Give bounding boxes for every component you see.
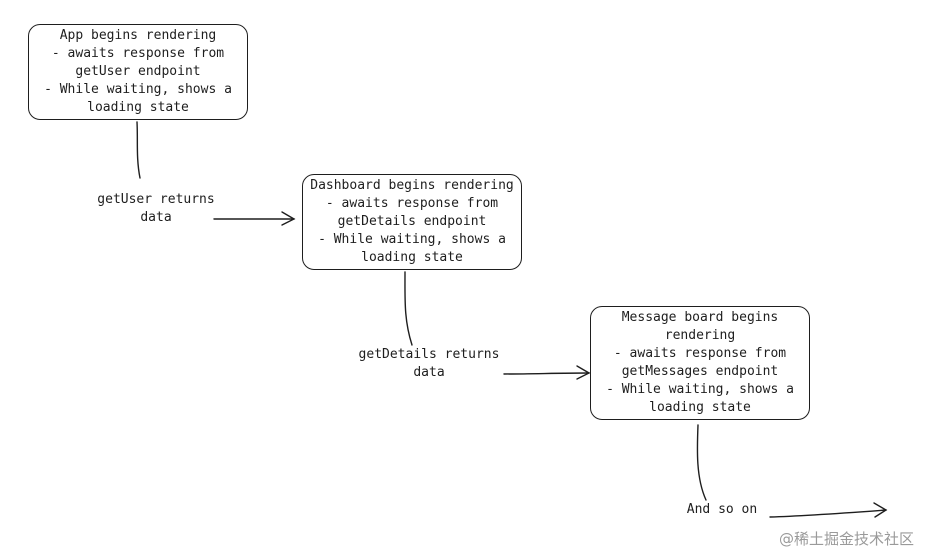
node-dashboard: Dashboard begins rendering - awaits resp…: [302, 174, 522, 270]
edge-app-dashboard-arrowhead: [281, 211, 296, 226]
edge-label-getdetails: getDetails returns data: [348, 346, 510, 382]
edge-label-line: getUser returns: [97, 192, 215, 207]
edge-message-next-arrowhead: [873, 502, 888, 518]
node-app-line: - awaits response from: [51, 46, 225, 61]
node-dashboard-line: getDetails endpoint: [337, 214, 487, 229]
edge-dashboard-message-drop: [404, 271, 413, 346]
node-dashboard-line: - While waiting, shows a: [318, 232, 506, 247]
node-app: App begins rendering - awaits response f…: [28, 24, 248, 120]
node-message-line: getMessages endpoint: [621, 364, 779, 379]
node-dashboard-line: - awaits response from: [325, 196, 499, 211]
edge-message-next-drop: [696, 424, 707, 501]
node-dashboard-line: loading state: [361, 250, 463, 265]
edge-label-and-so-on: And so on: [676, 501, 768, 519]
edge-dashboard-message-arrowhead: [576, 365, 591, 380]
node-dashboard-line: Dashboard begins rendering: [310, 178, 514, 193]
node-message-line: Message board begins: [621, 310, 779, 325]
node-message-line: - awaits response from: [613, 346, 787, 361]
node-message-line: - While waiting, shows a: [606, 382, 794, 397]
edge-label-line: And so on: [686, 502, 758, 517]
node-message-board: Message board begins rendering - awaits …: [590, 306, 810, 420]
edge-message-next-arrow: [769, 509, 887, 518]
node-app-line: loading state: [87, 100, 189, 115]
edge-dashboard-message-arrow: [503, 372, 590, 375]
node-app-line: - While waiting, shows a: [44, 82, 232, 97]
edge-app-dashboard-drop: [136, 121, 141, 179]
watermark: @稀土掘金技术社区: [778, 530, 914, 548]
node-app-line: App begins rendering: [59, 28, 217, 43]
node-message-line: rendering: [664, 328, 736, 343]
node-app-line: getUser endpoint: [75, 64, 201, 79]
edge-label-line: data: [140, 210, 172, 225]
node-message-line: loading state: [649, 400, 751, 415]
edge-label-getuser: getUser returns data: [88, 191, 224, 227]
edge-label-line: data: [413, 365, 445, 380]
edge-label-line: getDetails returns: [358, 347, 500, 362]
